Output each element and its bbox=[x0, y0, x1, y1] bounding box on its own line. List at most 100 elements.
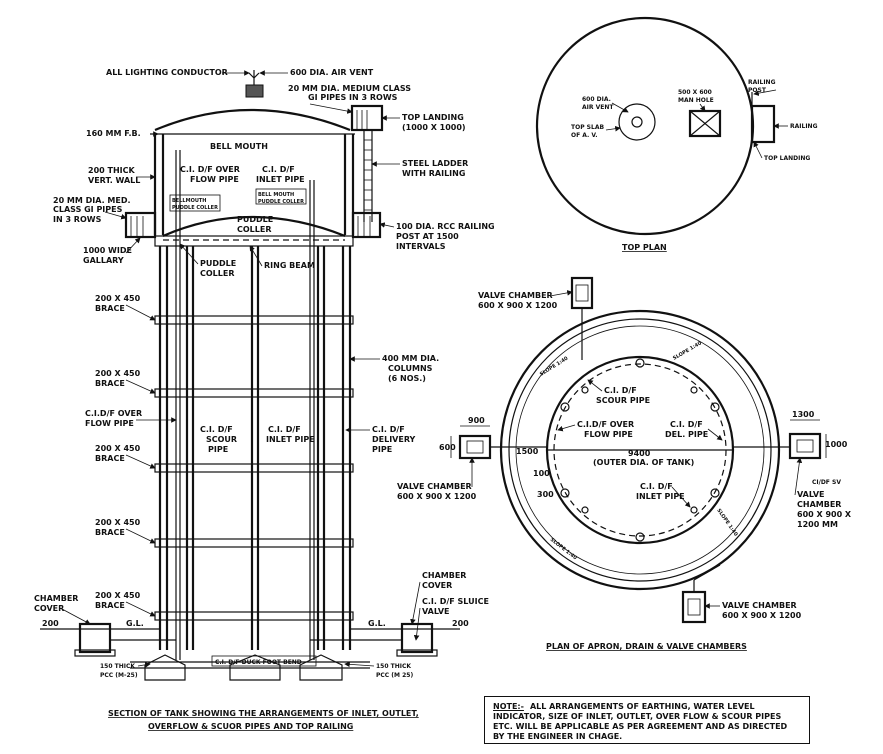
label-railing-post-1: 100 DIA. RCC RAILING bbox=[396, 222, 495, 231]
ap-vc-right-4: 1200 MM bbox=[797, 520, 838, 529]
label-scour-3: PIPE bbox=[208, 445, 228, 454]
columns bbox=[158, 246, 352, 650]
ap-outer-dia: (OUTER DIA. OF TANK) bbox=[593, 458, 694, 467]
label-gallery-gi-3: IN 3 ROWS bbox=[53, 215, 102, 224]
label-columns-3: (6 NOS.) bbox=[388, 374, 426, 383]
label-dim-200-right: 200 bbox=[452, 619, 469, 628]
ap-inlet-2: INLET PIPE bbox=[636, 492, 685, 501]
ap-overflow-1: C.I.D/F OVER bbox=[577, 420, 634, 429]
label-overflow-2: FLOW PIPE bbox=[190, 175, 239, 184]
label-bm-puddle-1: BELLMOUTH bbox=[172, 198, 206, 204]
label-inlet-mid-1: C.I. D/F bbox=[268, 425, 301, 434]
label-wall-1: 200 THICK bbox=[88, 166, 135, 175]
ap-dim-900: 900 bbox=[468, 416, 485, 425]
ap-dim-1300: 1300 bbox=[792, 410, 815, 419]
section-caption-2: OVERFLOW & SCUOR PIPES AND TOP RAILING bbox=[148, 722, 353, 731]
label-delivery-1: C.I. D/F bbox=[372, 425, 405, 434]
label-brace-3b: BRACE bbox=[95, 454, 125, 463]
label-ring-beam: RING BEAM bbox=[264, 261, 315, 270]
valve-chamber-bottom bbox=[681, 590, 707, 624]
label-gi-pipes-2: GI PIPES IN 3 ROWS bbox=[308, 93, 398, 102]
label-sluice-1: C.I. D/F SLUICE bbox=[422, 597, 489, 606]
air-vent-outer-icon bbox=[618, 103, 656, 141]
label-dim-200-left: 200 bbox=[42, 619, 59, 628]
label-gallery-1: 1000 WIDE bbox=[83, 246, 132, 255]
label-bm-puddle-b2: PUDDLE COLLER bbox=[258, 199, 304, 205]
lightning-conductor-icon bbox=[248, 70, 260, 85]
ap-vc-bottom-2: 600 X 900 X 1200 bbox=[722, 611, 802, 620]
label-brace-2b: BRACE bbox=[95, 379, 125, 388]
ap-cidf-sv: CI/DF SV bbox=[812, 479, 841, 486]
label-ladder-2: WITH RAILING bbox=[402, 169, 465, 178]
label-gl-right: G.L. bbox=[368, 619, 386, 628]
label-brace-4a: 200 X 450 bbox=[95, 518, 141, 527]
label-top-landing-1: TOP LANDING bbox=[402, 113, 464, 122]
label-puddle-low-2: COLLER bbox=[200, 269, 235, 278]
label-roof: 160 MM F.B. bbox=[86, 129, 141, 138]
ap-inlet-1: C.I. D/F bbox=[640, 482, 673, 491]
gallery-left bbox=[124, 211, 157, 239]
label-ci-overflow-left-1: C.I.D/F OVER bbox=[85, 409, 142, 418]
label-inlet-1: C.I. D/F bbox=[262, 165, 295, 174]
label-gl-left: G.L. bbox=[126, 619, 144, 628]
section-caption-1: SECTION OF TANK SHOWING THE ARRANGEMENTS… bbox=[108, 709, 419, 718]
label-bm-puddle-2: PUDDLE COLLER bbox=[172, 205, 218, 211]
label-inlet-mid-2: INLET PIPE bbox=[266, 435, 315, 444]
tp-railing-post-1: RAILING bbox=[748, 79, 776, 86]
label-pcc-right-2: PCC (M 25) bbox=[376, 672, 413, 679]
label-chamber-cover-right-1: CHAMBER bbox=[422, 571, 466, 580]
label-brace-1a: 200 X 450 bbox=[95, 294, 141, 303]
label-overflow-1: C.I. D/F OVER bbox=[180, 165, 240, 174]
label-railing-post-3: INTERVALS bbox=[396, 242, 446, 251]
ap-slope-2: SLOPE 1:40 bbox=[672, 340, 703, 362]
label-brace-5b: BRACE bbox=[95, 601, 125, 610]
ap-vc-right-1: VALVE bbox=[797, 490, 825, 499]
note-label: NOTE:- bbox=[493, 702, 524, 711]
chamber-right bbox=[400, 622, 434, 654]
label-ci-overflow-left-2: FLOW PIPE bbox=[85, 419, 134, 428]
valve-chamber-left bbox=[458, 434, 492, 460]
tp-railing: RAILING bbox=[790, 123, 818, 130]
label-duck-foot: C.I. D/F DUCK FOOT BEND bbox=[215, 659, 302, 666]
top-landing-plan bbox=[750, 92, 776, 144]
label-pcc-left-2: PCC (M-25) bbox=[100, 672, 138, 679]
ap-vc-top-2: 600 X 900 X 1200 bbox=[478, 301, 558, 310]
label-puddle-top-1: PUDDLE bbox=[237, 215, 273, 224]
top-plan: 600 DIA. AIR VENT 500 X 600 MAN HOLE TOP… bbox=[535, 16, 818, 252]
ap-vc-bottom-1: VALVE CHAMBER bbox=[722, 601, 797, 610]
top-plan-caption: TOP PLAN bbox=[622, 243, 667, 252]
tp-air-vent-1: 600 DIA. bbox=[582, 96, 611, 103]
label-brace-2a: 200 X 450 bbox=[95, 369, 141, 378]
bottom-dome bbox=[162, 215, 346, 238]
ap-vc-right-2: CHAMBER bbox=[797, 500, 841, 509]
label-delivery-3: PIPE bbox=[372, 445, 392, 454]
label-lighting-conductor: ALL LIGHTING CONDUCTOR bbox=[106, 68, 228, 77]
apron-outer-circle bbox=[499, 309, 781, 591]
ap-dim-600: 600 bbox=[439, 443, 456, 452]
label-bm-puddle-b1: BELL MOUTH bbox=[258, 192, 294, 198]
label-puddle-low-1: PUDDLE bbox=[200, 259, 236, 268]
label-brace-4b: BRACE bbox=[95, 528, 125, 537]
ap-scour-2: SCOUR PIPE bbox=[596, 396, 650, 405]
tank-section bbox=[40, 70, 460, 681]
tp-manhole-1: 500 X 600 bbox=[678, 89, 712, 96]
apron-plan: VALVE CHAMBER 600 X 900 X 1200 C.I. D/F … bbox=[397, 276, 852, 651]
label-brace-1b: BRACE bbox=[95, 304, 125, 313]
ap-dim-1000: 1000 bbox=[825, 440, 848, 449]
air-vent-icon bbox=[245, 84, 264, 98]
column-markers bbox=[560, 358, 720, 542]
roof-dome bbox=[154, 108, 351, 132]
ap-slope-4: SLOPE 1:40 bbox=[715, 508, 739, 538]
manhole-icon bbox=[688, 109, 722, 138]
label-puddle-top-2: COLLER bbox=[237, 225, 272, 234]
valve-chamber-top bbox=[570, 276, 594, 310]
label-pcc-left-1: 150 THICK bbox=[100, 663, 135, 670]
label-columns-1: 400 MM DIA. bbox=[382, 354, 439, 363]
label-gallery-2: GALLARY bbox=[83, 256, 124, 265]
label-brace-3a: 200 X 450 bbox=[95, 444, 141, 453]
label-air-vent: 600 DIA. AIR VENT bbox=[290, 68, 374, 77]
tp-manhole-2: MAN HOLE bbox=[678, 97, 714, 104]
ap-dim-9400: 9400 bbox=[628, 449, 651, 458]
section-labels: ALL LIGHTING CONDUCTOR 600 DIA. AIR VENT… bbox=[34, 68, 495, 731]
